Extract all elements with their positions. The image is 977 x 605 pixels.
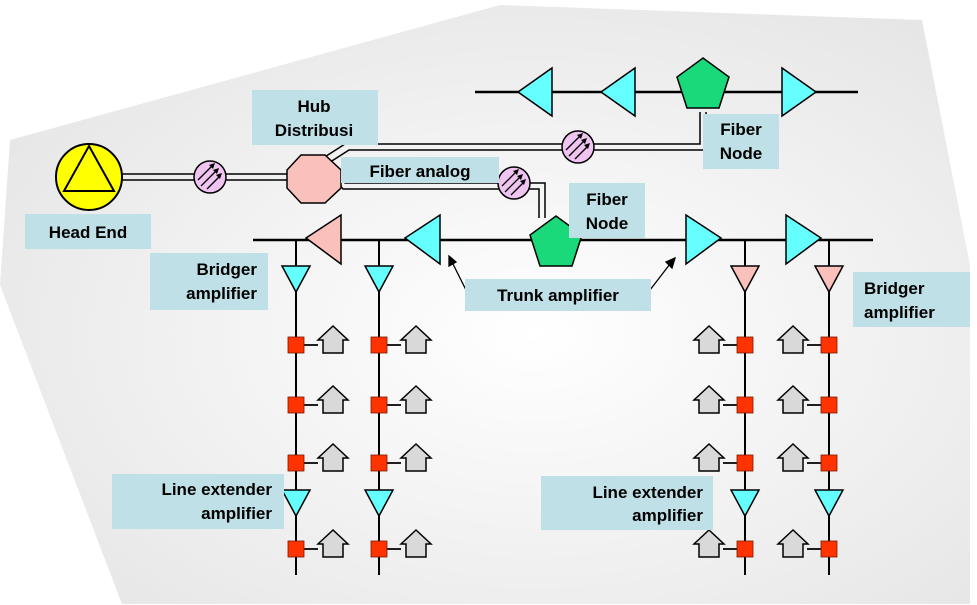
trunk-amplifier-icon [685, 213, 723, 266]
tap-icon [370, 540, 388, 558]
head-end-icon [55, 143, 123, 211]
svg-text:Line extender: Line extender [161, 480, 272, 499]
svg-text:Line extender: Line extender [592, 483, 703, 502]
tap-icon [370, 396, 388, 414]
tap-icon [736, 336, 754, 354]
trunk-amplifier-icon [403, 213, 441, 266]
svg-text:amplifier: amplifier [864, 303, 935, 322]
svg-text:Hub: Hub [297, 97, 330, 116]
tap-icon [820, 336, 838, 354]
tap-icon [370, 454, 388, 472]
trunk-amplifier-pointers [448, 254, 677, 291]
svg-text:Fiber: Fiber [720, 120, 762, 139]
label-bridger-amplifier-left: Bridger amplifier [150, 253, 268, 310]
hub-icon [286, 154, 342, 204]
svg-text:Node: Node [586, 214, 629, 233]
svg-text:Distribusi: Distribusi [275, 121, 353, 140]
label-fiber-analog: Fiber analog [341, 157, 499, 183]
optical-transmitter-icon [497, 166, 531, 200]
label-trunk-amplifier: Trunk amplifier [465, 279, 651, 311]
tap-icon [736, 396, 754, 414]
svg-text:amplifier: amplifier [201, 504, 272, 523]
tap-icon [370, 336, 388, 354]
svg-text:Fiber analog: Fiber analog [369, 162, 470, 181]
svg-text:Node: Node [720, 144, 763, 163]
label-bridger-amplifier-right: Bridger amplifier [853, 272, 970, 327]
svg-text:Trunk amplifier: Trunk amplifier [497, 286, 619, 305]
svg-text:amplifier: amplifier [186, 284, 257, 303]
tap-icon [287, 336, 305, 354]
label-line-extender-left: Line extender amplifier [112, 474, 284, 529]
optical-transmitter-icon [193, 160, 227, 194]
trunk-amplifier-icon [599, 66, 636, 118]
tap-icon [736, 540, 754, 558]
fiber-node-icon [676, 57, 730, 109]
trunk-amplifier-icon [781, 66, 818, 118]
tap-icon [820, 540, 838, 558]
trunk-amplifier-icon [785, 213, 823, 266]
tap-icon [820, 454, 838, 472]
tap-icon [820, 396, 838, 414]
svg-text:amplifier: amplifier [632, 506, 703, 525]
label-head-end: Head End [25, 214, 151, 249]
svg-text:Fiber: Fiber [586, 190, 628, 209]
label-line-extender-right: Line extender amplifier [541, 476, 713, 530]
trunk-amplifier-icon [516, 66, 553, 118]
label-fiber-node-top: Fiber Node [703, 114, 779, 169]
svg-text:Head End: Head End [49, 223, 127, 242]
tap-icon [736, 454, 754, 472]
label-hub-distribusi: Hub Distribusi [252, 90, 378, 145]
optical-transmitter-icon [561, 130, 595, 164]
tap-icon [287, 540, 305, 558]
label-fiber-node-mid: Fiber Node [569, 183, 645, 238]
svg-text:Bridger: Bridger [197, 260, 258, 279]
tap-icon [287, 396, 305, 414]
svg-text:Bridger: Bridger [864, 279, 925, 298]
bridger-amplifier-icon [304, 213, 342, 266]
tap-icon [287, 454, 305, 472]
